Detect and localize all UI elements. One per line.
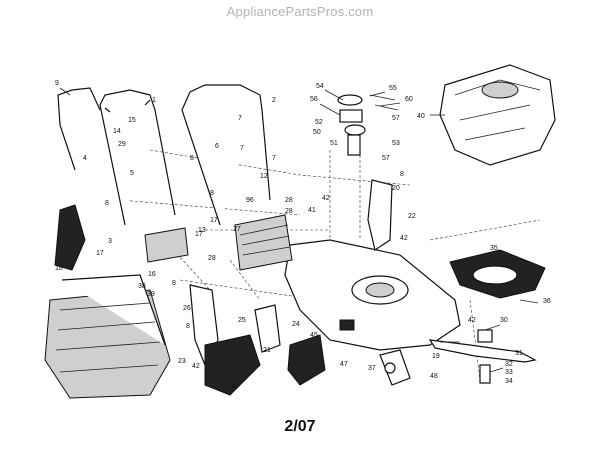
callout: 34 — [505, 378, 513, 385]
callout: 28 — [285, 197, 293, 204]
callout: 24 — [292, 321, 300, 328]
callout: 60 — [405, 96, 413, 103]
callout: 5 — [130, 170, 134, 177]
callout: 46 — [230, 383, 238, 390]
callout: 37 — [368, 365, 376, 372]
upper-handle — [99, 89, 176, 226]
callout: 3 — [108, 238, 112, 245]
callout: 18 — [55, 265, 63, 272]
callout: 17 — [96, 250, 104, 257]
callout: 29 — [118, 141, 126, 148]
callout: 21 — [263, 347, 271, 354]
callout: 42 — [322, 195, 330, 202]
callout: 33 — [505, 369, 513, 376]
control-bail — [57, 87, 101, 171]
callout: 42 — [400, 235, 408, 242]
callout: 7 — [272, 155, 276, 162]
callout: 9 — [55, 80, 59, 87]
callout: 26 — [183, 305, 191, 312]
belt-guard — [449, 249, 546, 299]
callout: 36 — [543, 298, 551, 305]
callout: 52 — [315, 119, 323, 126]
callout: 8 — [190, 155, 194, 162]
rear-flap — [144, 214, 293, 271]
lower-parts — [54, 204, 326, 396]
mower-deck — [284, 239, 461, 351]
callout: 8 — [186, 323, 190, 330]
callout: 7 — [240, 145, 244, 152]
callout: 41 — [308, 207, 316, 214]
callout: 2 — [272, 97, 276, 104]
callout: 27 — [233, 226, 241, 233]
callout: 28 — [285, 208, 293, 215]
engine — [439, 64, 556, 166]
callout: 31 — [515, 350, 523, 357]
page-code: 2/07 — [284, 418, 316, 435]
callout: 57 — [392, 115, 400, 122]
callout: 14 — [113, 128, 121, 135]
callout: 8 — [105, 200, 109, 207]
callout-labels: 9 1 2 14 15 29 7 7 7 4 5 6 8 12 8 96 13 … — [55, 80, 551, 390]
pivot-assembly — [337, 94, 399, 156]
callout: 23 — [178, 358, 186, 365]
callout: 32 — [505, 361, 513, 368]
callout: 17 — [210, 217, 218, 224]
callout: 13 — [198, 227, 206, 234]
callout: 8 — [400, 171, 404, 178]
callout: 19 — [432, 353, 440, 360]
callout: 6 — [215, 143, 219, 150]
blade — [428, 329, 537, 384]
callout: 25 — [238, 317, 246, 324]
lower-handle — [181, 84, 271, 226]
grass-bag — [44, 274, 171, 399]
callout: 1 — [152, 97, 156, 104]
callout: 16 — [148, 271, 156, 278]
callout: 57 — [382, 155, 390, 162]
callout: 15 — [128, 117, 136, 124]
callout: 39 — [147, 291, 155, 298]
callout: 30 — [500, 317, 508, 324]
callout: 42 — [468, 317, 476, 324]
callout: 96 — [246, 197, 254, 204]
callout: 8 — [172, 280, 176, 287]
callout: 40 — [417, 113, 425, 120]
callout: 56 — [310, 96, 318, 103]
callout: 45 — [310, 332, 318, 339]
callout: 54 — [316, 83, 324, 90]
callout: 55 — [389, 85, 397, 92]
callout: 8 — [210, 190, 214, 197]
callout: 38 — [138, 283, 146, 290]
callout: 20 — [392, 185, 400, 192]
callout: 7 — [238, 115, 242, 122]
callout: 48 — [430, 373, 438, 380]
callout: 35 — [490, 245, 498, 252]
callout: 17 — [195, 231, 203, 238]
callout: 42 — [192, 363, 200, 370]
callout: 22 — [408, 213, 416, 220]
callout: 4 — [83, 155, 87, 162]
callout: 28 — [208, 255, 216, 262]
callout: 53 — [392, 140, 400, 147]
leader-lines — [59, 87, 539, 373]
callout: 50 — [313, 129, 321, 136]
watermark: AppliancePartsPros.com — [226, 4, 374, 19]
callout: 47 — [340, 361, 348, 368]
callout: 51 — [330, 140, 338, 147]
callout: 12 — [260, 173, 268, 180]
wheel-bracket — [379, 349, 411, 386]
